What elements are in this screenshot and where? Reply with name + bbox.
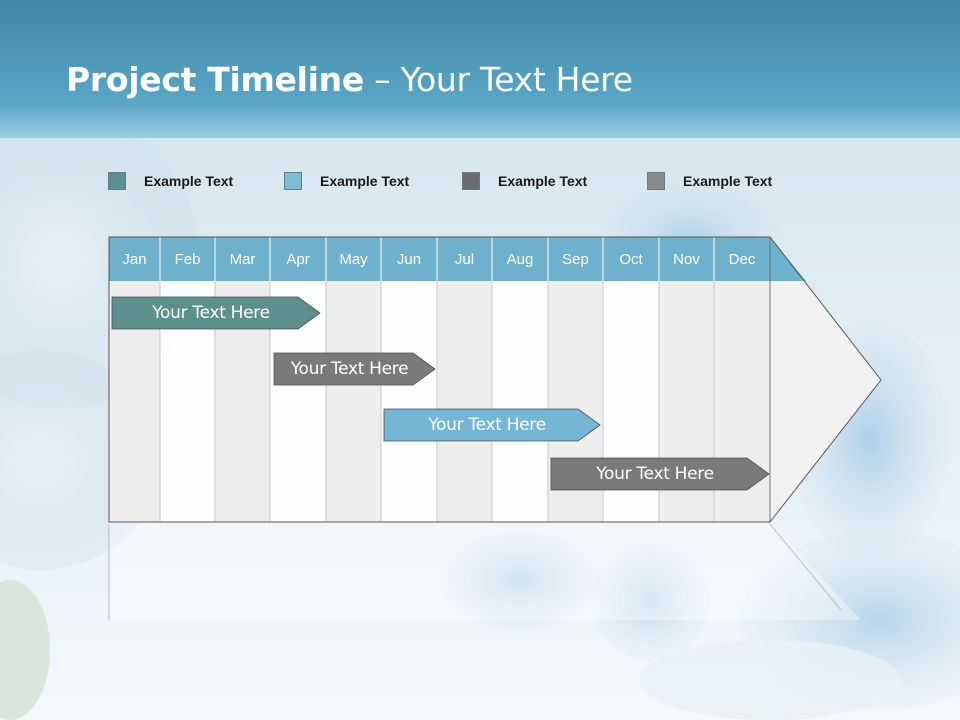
month-label: Jun bbox=[396, 250, 422, 268]
legend-swatch bbox=[284, 172, 302, 190]
month-label: Jan bbox=[122, 250, 147, 268]
legend-item: Example Text bbox=[108, 170, 233, 192]
month-label: Oct bbox=[619, 250, 643, 268]
legend-label: Example Text bbox=[683, 173, 773, 189]
legend-swatch bbox=[462, 172, 480, 190]
legend-label: Example Text bbox=[498, 173, 588, 189]
legend-swatch bbox=[647, 172, 665, 190]
legend-item: Example Text bbox=[647, 170, 772, 192]
page-title-rest: – Your Text Here bbox=[363, 60, 633, 99]
legend-item: Example Text bbox=[284, 170, 409, 192]
month-label: Nov bbox=[673, 250, 700, 268]
task-label: Your Text Here bbox=[428, 415, 546, 435]
legend-label: Example Text bbox=[320, 173, 410, 189]
page-title-bold: Project Timeline bbox=[66, 60, 364, 99]
legend-swatch bbox=[108, 172, 126, 190]
month-label: Mar bbox=[229, 250, 256, 268]
month-label: Jul bbox=[454, 250, 475, 268]
page-title: Project Timeline – Your Text Here bbox=[66, 60, 633, 99]
task-label: Your Text Here bbox=[290, 359, 409, 379]
month-label: Sep bbox=[562, 250, 589, 268]
month-label: Dec bbox=[728, 250, 756, 268]
month-label: Feb bbox=[174, 250, 201, 268]
month-label: Apr bbox=[286, 250, 310, 268]
task-label: Your Text Here bbox=[596, 464, 714, 484]
month-label: May bbox=[339, 250, 368, 268]
task-label: Your Text Here bbox=[152, 303, 270, 323]
legend-item: Example Text bbox=[462, 170, 587, 192]
legend-label: Example Text bbox=[144, 173, 234, 189]
month-label: Aug bbox=[506, 250, 534, 268]
